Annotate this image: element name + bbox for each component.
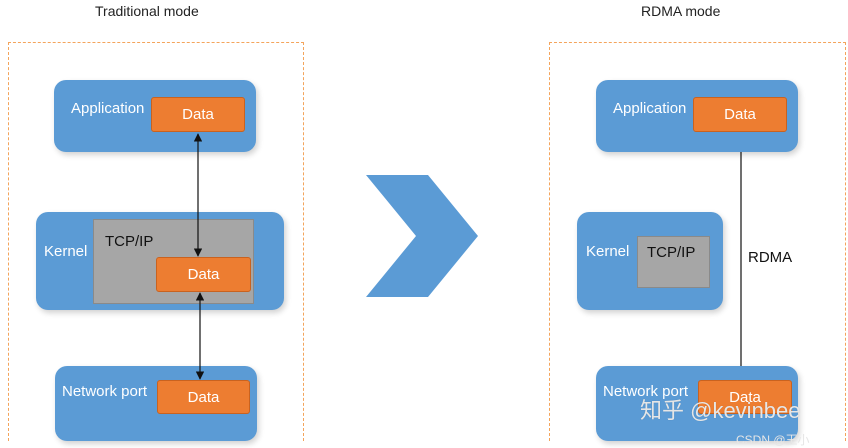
left-kernel-data: Data xyxy=(156,257,251,292)
left-network-data: Data xyxy=(157,380,250,414)
left-network-port-label: Network port xyxy=(62,383,148,400)
traditional-mode-panel xyxy=(8,42,304,441)
right-network-data: Data xyxy=(698,380,792,414)
rdma-mode-panel xyxy=(549,42,846,441)
traditional-mode-title: Traditional mode xyxy=(95,3,199,19)
right-tcpip-label: TCP/IP xyxy=(647,244,696,261)
left-application-data: Data xyxy=(151,97,245,132)
rdma-label: RDMA xyxy=(748,249,793,266)
left-kernel-label: Kernel xyxy=(44,243,88,260)
rdma-mode-title: RDMA mode xyxy=(641,3,721,19)
left-tcpip-label: TCP/IP xyxy=(105,233,154,250)
right-network-port-label: Network port xyxy=(603,383,689,400)
right-application-data: Data xyxy=(693,97,787,132)
watermark-subtext: CSDN @王小 xyxy=(736,433,810,447)
right-application-label: Application xyxy=(613,100,687,117)
left-application-label: Application xyxy=(71,100,145,117)
right-tcpip-box xyxy=(637,236,710,288)
watermark: 知乎 @kevinbee xyxy=(640,398,801,423)
right-kernel-label: Kernel xyxy=(586,243,630,260)
